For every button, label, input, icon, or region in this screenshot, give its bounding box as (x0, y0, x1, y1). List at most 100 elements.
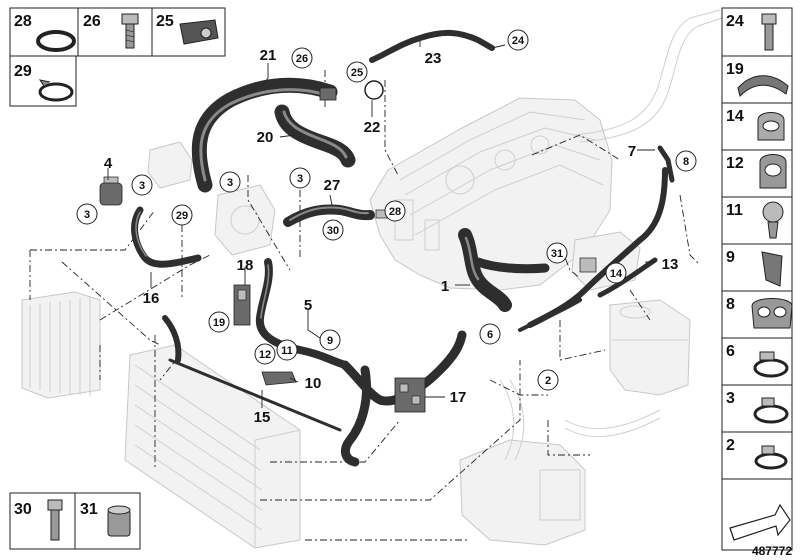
svg-text:30: 30 (327, 225, 339, 237)
hose-right-lower (518, 298, 582, 332)
circled-callout-31: 31 (546, 242, 568, 264)
circled-callout-6: 6 (479, 323, 501, 345)
callout-16: 16 (143, 290, 160, 307)
legend-item-8: 8 (726, 296, 793, 329)
legend-number-8: 8 (726, 296, 735, 313)
legend-item-12: 12 (726, 154, 787, 189)
legend-number-24: 24 (726, 13, 744, 30)
legend-number-6: 6 (726, 343, 735, 360)
hose-holder-icon (757, 112, 785, 141)
callout-labels: 21 20 22 23 4 27 18 16 5 10 15 17 1 7 13 (104, 47, 679, 426)
pump-bottom-ghost (459, 379, 661, 546)
expansion-tank-ghost (609, 299, 691, 396)
svg-text:3: 3 (84, 209, 90, 221)
assembly-lines (29, 70, 701, 541)
expanding-rivet-icon (762, 201, 784, 239)
engine-block-ghost (369, 97, 613, 291)
hose-20 (274, 104, 356, 168)
svg-text:3: 3 (227, 177, 233, 189)
callout-22: 22 (364, 119, 381, 136)
legend-bottom-left: 30 31 (9, 492, 141, 550)
callout-21: 21 (260, 47, 277, 64)
part-31-connector (579, 257, 597, 273)
svg-text:28: 28 (389, 206, 401, 218)
svg-text:26: 26 (296, 53, 308, 65)
torx-bolt-icon (761, 13, 777, 51)
svg-text:29: 29 (176, 210, 188, 222)
svg-text:25: 25 (351, 67, 363, 79)
legend-number-30: 30 (14, 501, 32, 518)
callout-18: 18 (237, 257, 254, 274)
legend-item-14: 14 (726, 108, 785, 141)
callout-7: 7 (628, 143, 636, 160)
circled-callout-25: 25 (346, 61, 368, 83)
callout-10: 10 (305, 375, 322, 392)
radiator-left-ghost (21, 291, 101, 399)
hose-clamp-2-icon (754, 445, 788, 470)
part-17-bracket (394, 377, 426, 413)
callout-4: 4 (104, 155, 113, 172)
callout-27: 27 (324, 177, 341, 194)
circled-callout-30: 30 (322, 219, 344, 241)
svg-text:3: 3 (139, 180, 145, 192)
double-clip-icon (751, 298, 793, 329)
legend-item-30: 30 (14, 499, 63, 541)
part-25-clip (319, 87, 337, 101)
callout-1: 1 (441, 278, 449, 295)
svg-text:24: 24 (512, 35, 525, 47)
legend-top-left: 28 26 25 29 (9, 7, 226, 107)
circled-callout-9: 9 (319, 329, 341, 351)
direction-arrow-icon (729, 503, 791, 541)
retaining-bracket-icon (737, 75, 789, 97)
legend-number-3: 3 (726, 390, 735, 407)
legend-number-14: 14 (726, 108, 744, 125)
hex-bolt-icon (121, 13, 139, 49)
svg-text:8: 8 (683, 156, 689, 168)
circled-callout-24: 24 (507, 29, 529, 51)
part-4-mount (99, 176, 123, 206)
circled-callout-29: 29 (171, 204, 193, 226)
circled-callout-3-c: 3 (219, 171, 241, 193)
svg-text:31: 31 (551, 248, 563, 260)
legend-item-26: 26 (83, 13, 139, 49)
legend-number-25: 25 (156, 13, 174, 30)
circled-callout-28: 28 (384, 200, 406, 222)
svg-text:2: 2 (545, 375, 551, 387)
spring-clamp-icon (38, 79, 74, 102)
legend-right: 24 19 14 12 11 (721, 7, 793, 551)
circled-callout-3-d: 3 (289, 167, 311, 189)
o-ring-icon (36, 30, 76, 52)
legend-item-2: 2 (726, 437, 788, 470)
hose-7 (657, 145, 675, 183)
reference-number: 487772 (752, 544, 792, 558)
svg-text:14: 14 (610, 268, 623, 280)
legend-number-29: 29 (14, 63, 32, 80)
legend-item-6: 6 (726, 343, 789, 378)
svg-text:19: 19 (213, 317, 225, 329)
legend-number-28: 28 (14, 13, 32, 30)
part-18-bracket (233, 284, 251, 326)
circled-callout-11: 11 (276, 339, 298, 361)
callout-5: 5 (304, 297, 312, 314)
svg-text:11: 11 (281, 345, 293, 357)
legend-number-2: 2 (726, 437, 735, 454)
pipe-top-right-ghost (574, 9, 723, 143)
circled-callout-26: 26 (291, 47, 313, 69)
svg-text:6: 6 (487, 329, 493, 341)
legend-item-31: 31 (80, 501, 131, 537)
svg-text:12: 12 (259, 349, 271, 361)
callout-17: 17 (450, 389, 467, 406)
circled-callout-14: 14 (605, 262, 627, 284)
legend-item-9: 9 (726, 249, 783, 287)
callout-20: 20 (257, 129, 274, 146)
circled-callout-8: 8 (675, 150, 697, 172)
legend-item-11: 11 (726, 201, 784, 239)
legend-item-24: 24 (726, 13, 777, 51)
hose-15-pipe (162, 315, 342, 432)
hose-5 (255, 258, 349, 369)
legend-item-3: 3 (726, 390, 789, 424)
hose-clamp-3-icon (753, 397, 789, 424)
svg-text:3: 3 (297, 173, 303, 185)
circled-callout-19: 19 (208, 311, 230, 333)
